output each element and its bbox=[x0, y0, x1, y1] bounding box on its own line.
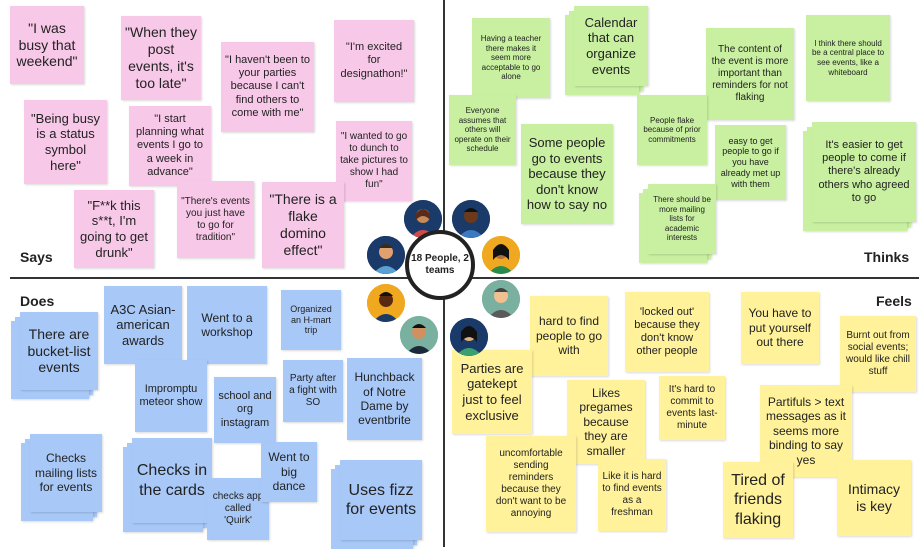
sticky-note[interactable]: There should be more mailing lists for a… bbox=[639, 184, 716, 263]
sticky-note[interactable]: 'locked out' because they don't know oth… bbox=[625, 292, 709, 372]
sticky-note[interactable]: It's hard to commit to events last-minut… bbox=[659, 376, 725, 440]
sticky-note[interactable]: Like it is hard to find events as a fres… bbox=[598, 459, 666, 531]
sticky-note[interactable]: Went to big dance bbox=[261, 442, 317, 502]
sticky-note[interactable]: Checks in the cards bbox=[123, 438, 212, 532]
sticky-note[interactable]: There are bucket-list events bbox=[11, 312, 98, 399]
sticky-note[interactable]: Intimacy is key bbox=[837, 460, 911, 536]
sticky-note[interactable]: hard to find people to go with bbox=[530, 296, 608, 376]
sticky-note[interactable]: Went to a workshop bbox=[187, 286, 267, 364]
sticky-note[interactable]: "There is a flake domino effect" bbox=[262, 182, 344, 268]
sticky-note[interactable]: "I haven't been to your parties because … bbox=[221, 42, 314, 132]
sticky-note[interactable]: Party after a fight with SO bbox=[283, 360, 343, 422]
sticky-note[interactable]: You have to put yourself out there bbox=[741, 292, 819, 364]
sticky-note[interactable]: "There's events you just have to go for … bbox=[177, 181, 254, 258]
quadrant-label-thinks: Thinks bbox=[864, 249, 910, 265]
sticky-note[interactable]: Partifuls > text messages as it seems mo… bbox=[760, 385, 852, 477]
sticky-note[interactable]: Having a teacher there makes it seem mor… bbox=[472, 18, 550, 98]
person-icon bbox=[482, 236, 520, 274]
sticky-note[interactable]: easy to get people to go if you have alr… bbox=[715, 125, 786, 200]
person-icon bbox=[400, 316, 438, 354]
sticky-note[interactable]: Everyone assumes that others will operat… bbox=[449, 95, 516, 165]
sticky-note[interactable]: A3C Asian-american awards bbox=[104, 286, 182, 364]
sticky-note[interactable]: Burnt out from social events; would like… bbox=[840, 316, 916, 392]
sticky-note[interactable]: Uses fizz for events bbox=[331, 460, 422, 549]
sticky-note[interactable]: Hunchback of Notre Dame by eventbrite bbox=[347, 358, 422, 440]
center-label: 18 People, 2 teams bbox=[405, 230, 475, 300]
sticky-note[interactable]: Parties are gatekept just to feel exclus… bbox=[452, 350, 532, 434]
quadrant-label-says: Says bbox=[20, 249, 53, 265]
sticky-note[interactable]: "F**k this s**t, I'm going to get drunk" bbox=[74, 190, 154, 268]
sticky-note[interactable]: Organized an H-mart trip bbox=[281, 290, 341, 350]
sticky-note[interactable]: I think there should be a central place … bbox=[806, 15, 890, 101]
sticky-note[interactable]: checks app called 'Quirk' bbox=[207, 478, 269, 540]
sticky-note[interactable]: Impromptu meteor show bbox=[135, 360, 207, 432]
person-icon bbox=[367, 284, 405, 322]
sticky-note[interactable]: "When they post events, it's too late" bbox=[121, 16, 201, 100]
center-cluster: 18 People, 2 teams bbox=[360, 190, 520, 360]
sticky-note[interactable]: uncomfortable sending reminders because … bbox=[486, 436, 576, 532]
quadrant-label-does: Does bbox=[20, 293, 55, 309]
sticky-note[interactable]: Tired of friends flaking bbox=[723, 462, 793, 538]
sticky-note[interactable]: "I wanted to go to dunch to take picture… bbox=[336, 121, 412, 201]
sticky-note[interactable]: "I start planning what events I go to a … bbox=[129, 106, 211, 186]
sticky-note[interactable]: "I'm excited for designathon!" bbox=[334, 20, 414, 102]
sticky-note[interactable]: People flake because of prior commitment… bbox=[637, 95, 707, 165]
sticky-note[interactable]: "I was busy that weekend" bbox=[10, 6, 84, 84]
person-icon bbox=[450, 318, 488, 356]
person-icon bbox=[367, 236, 405, 274]
sticky-note[interactable]: Calendar that can organize events bbox=[565, 6, 648, 95]
sticky-note[interactable]: school and org instagram bbox=[214, 377, 276, 443]
person-icon bbox=[452, 200, 490, 238]
person-icon bbox=[482, 280, 520, 318]
sticky-note[interactable]: Checks mailing lists for events bbox=[21, 434, 102, 521]
sticky-note[interactable]: The content of the event is more importa… bbox=[706, 28, 794, 120]
sticky-note[interactable]: "Being busy is a status symbol here" bbox=[24, 100, 107, 184]
sticky-note[interactable]: Some people go to events because they do… bbox=[521, 124, 613, 224]
sticky-note[interactable]: It's easier to get people to come if the… bbox=[803, 122, 916, 231]
quadrant-label-feels: Feels bbox=[876, 293, 912, 309]
sticky-note[interactable]: Likes pregames because they are smaller bbox=[567, 380, 645, 464]
